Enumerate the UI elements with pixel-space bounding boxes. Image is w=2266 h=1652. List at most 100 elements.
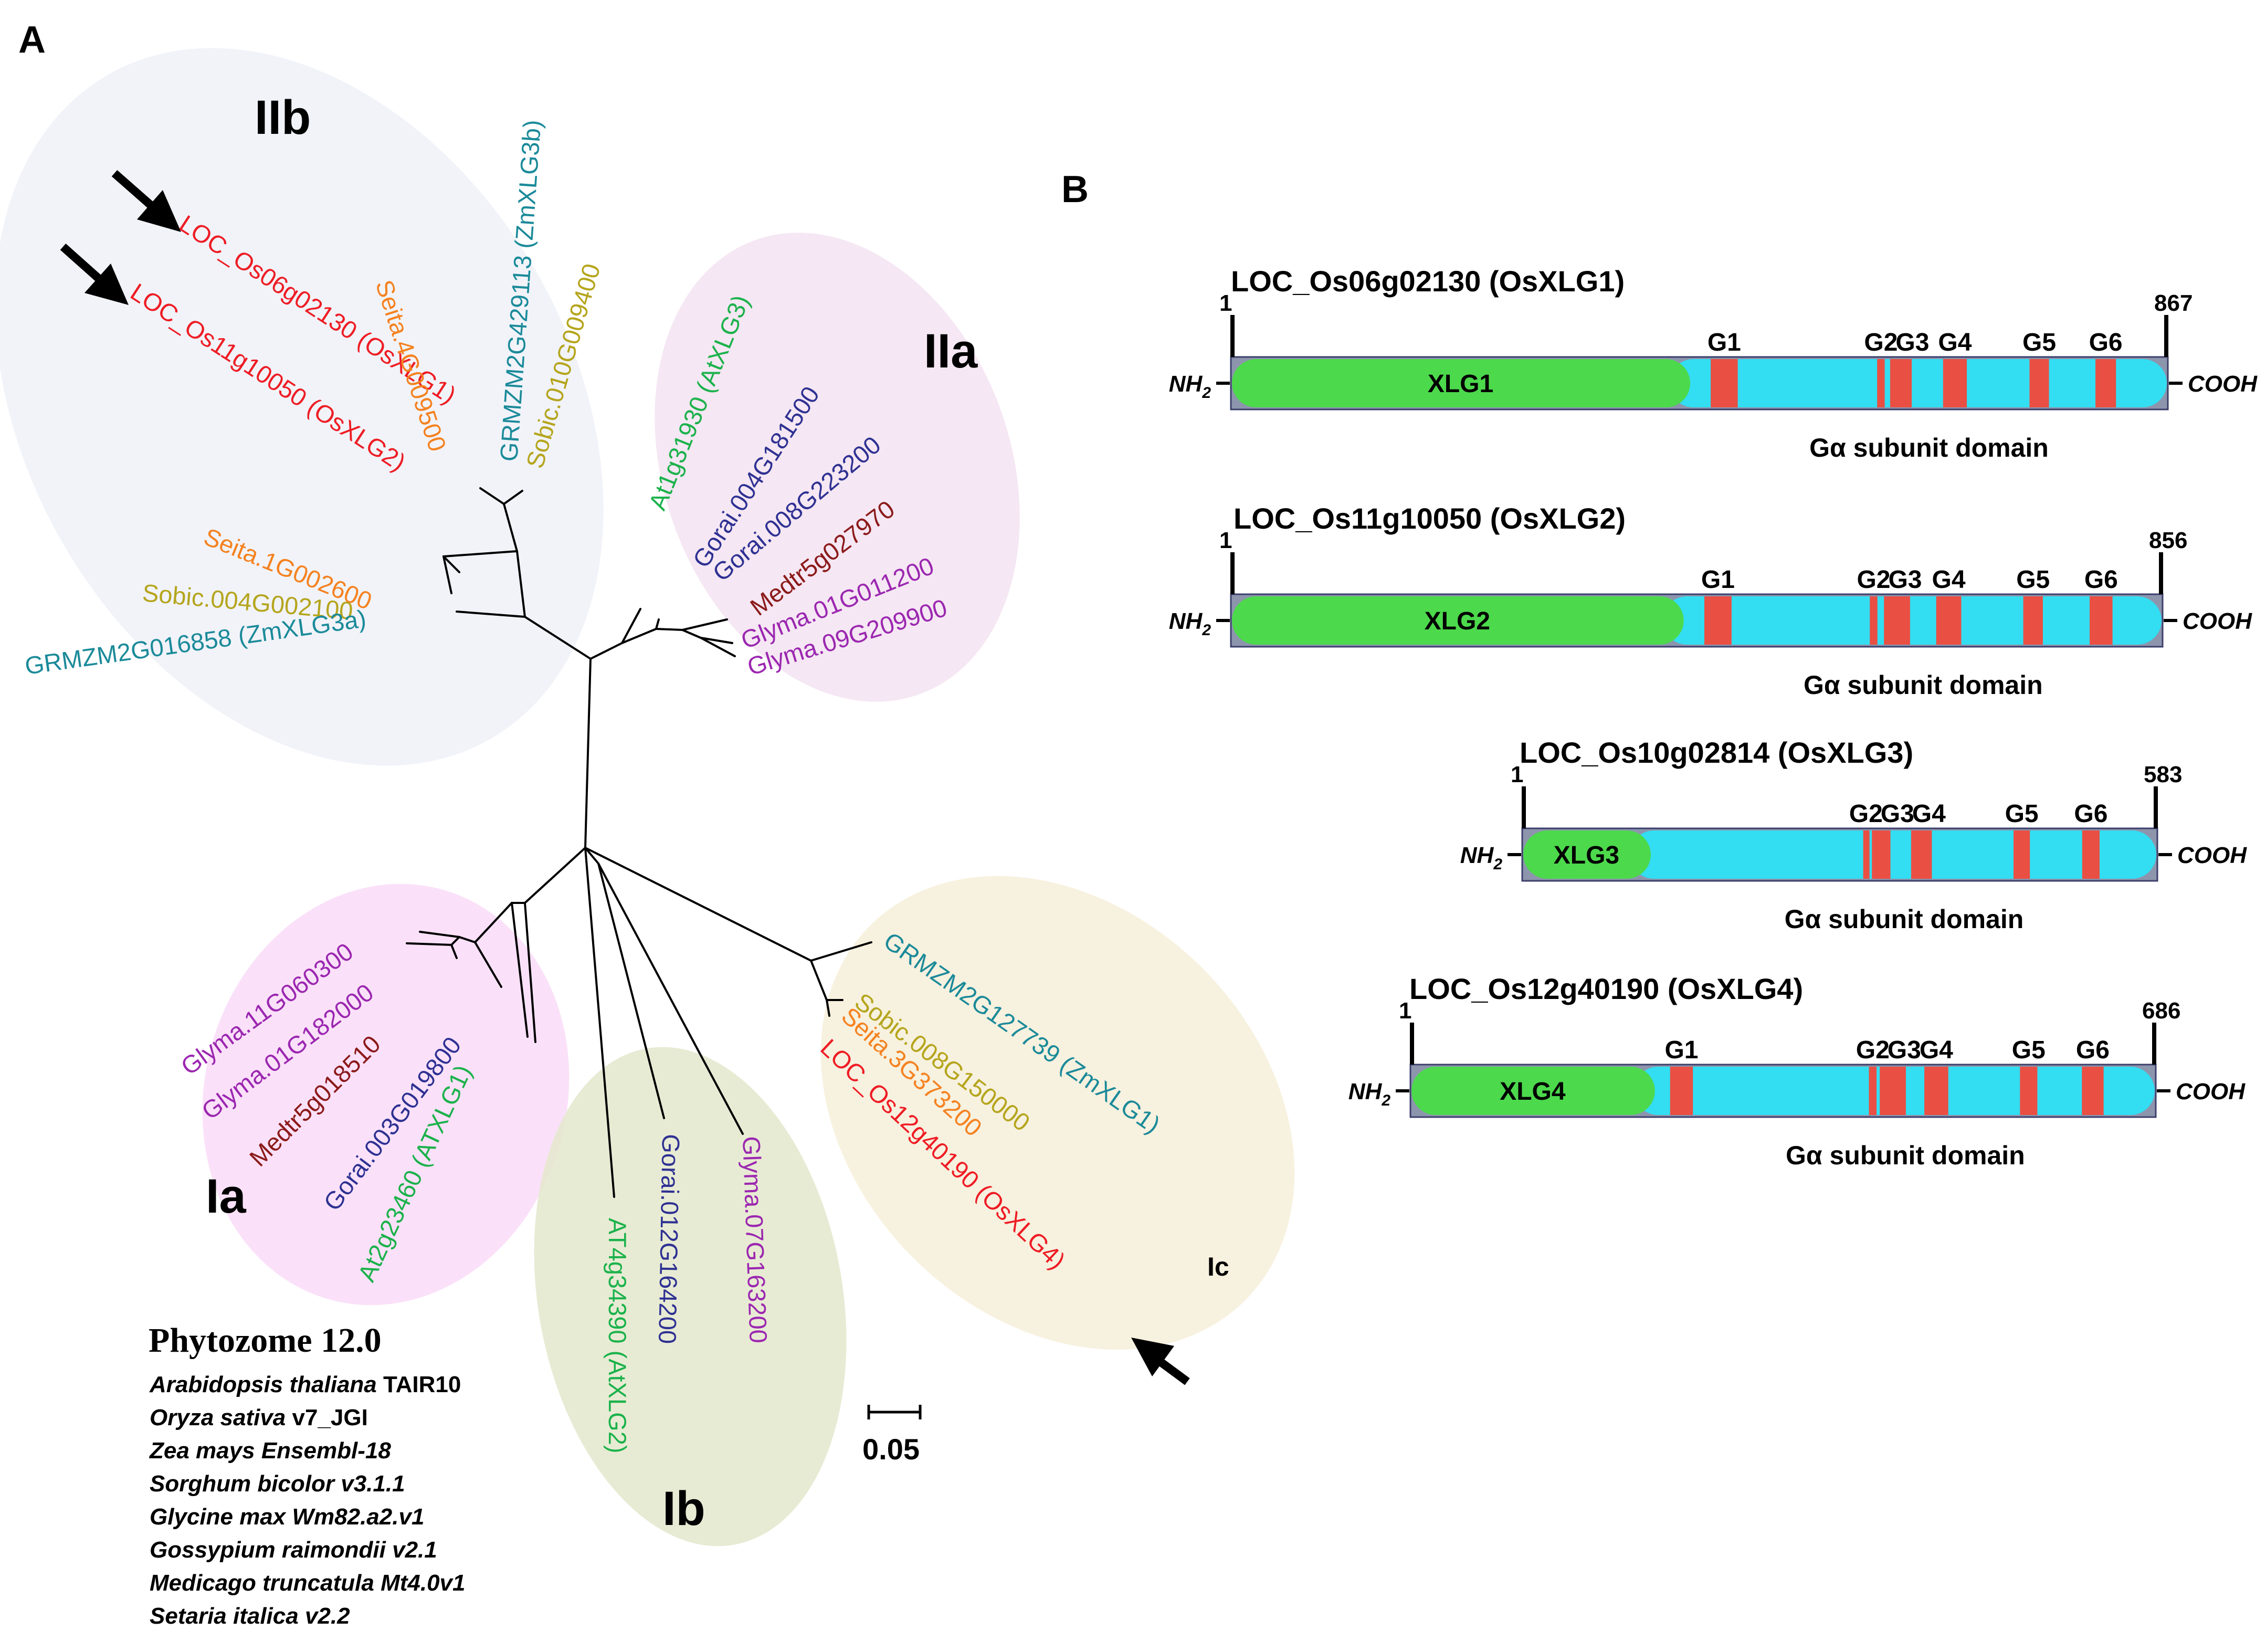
genome-species: Medicago truncatula [150, 1570, 381, 1596]
clade-label-IIb: IIb [255, 91, 311, 144]
end-residue-label: 583 [2144, 762, 2182, 787]
motif-label: G5 [2005, 800, 2039, 828]
motif-g2 [1869, 1067, 1877, 1115]
motif-label: G6 [2074, 800, 2107, 828]
n-terminus-label: NH2 [1169, 371, 1211, 402]
xlg-domain [1232, 596, 1684, 645]
genome-version: v7_JGI [292, 1405, 368, 1430]
genome-species: Glycine max [150, 1504, 292, 1530]
motif-g1 [1704, 596, 1732, 645]
end-residue-label: 686 [2142, 998, 2180, 1024]
genome-entry: Gossypium raimondii v2.1 [150, 1537, 437, 1563]
clade-Ia-region [202, 883, 570, 1306]
genome-entry: Setaria italica v2.2 [150, 1603, 350, 1629]
motif-g3 [1872, 830, 1891, 879]
start-residue-label: 1 [1219, 528, 1232, 553]
motif-g1 [1670, 1067, 1693, 1115]
motif-label: G5 [2012, 1036, 2046, 1064]
motif-label: G6 [2076, 1036, 2110, 1064]
genome-species: Setaria italica [150, 1603, 305, 1629]
genome-source-legend: Phytozome 12.0 Arabidopsis thaliana TAIR… [149, 1321, 466, 1629]
motif-label: G4 [1938, 329, 1972, 356]
motif-label: G6 [2084, 566, 2118, 594]
genome-species: Gossypium raimondii [150, 1537, 392, 1563]
genome-entry: Medicago truncatula Mt4.0v1 [150, 1570, 466, 1596]
end-residue-label: 867 [2154, 290, 2193, 316]
genome-version: Mt4.0v1 [381, 1570, 465, 1596]
c-terminus-label: COOH [2183, 608, 2252, 634]
xlg-domain-label: XLG4 [1500, 1078, 1566, 1106]
clade-label-IIa: IIa [924, 324, 978, 378]
motif-g4 [1911, 830, 1932, 879]
motif-label: G2 [1857, 566, 1890, 594]
genome-species: Arabidopsis thaliana [149, 1372, 383, 1397]
genome-version: Ensembl-18 [261, 1438, 392, 1464]
clade-label-Ic: Ic [1207, 1252, 1229, 1281]
protein-title: LOC_Os11g10050 (OsXLG2) [1234, 502, 1626, 535]
source-title: Phytozome 12.0 [149, 1321, 382, 1360]
arrow-icon [60, 244, 129, 305]
motif-g6 [2090, 596, 2113, 645]
genome-entry: Sorghum bicolor v3.1.1 [150, 1471, 405, 1497]
c-terminus-label: COOH [2177, 843, 2247, 868]
scale-bar: 0.05 [862, 1405, 922, 1466]
genome-species: Zea mays [149, 1438, 261, 1464]
end-residue-label: 856 [2149, 528, 2187, 553]
motif-g4 [1924, 1067, 1948, 1115]
arrow-icon [1131, 1338, 1190, 1385]
genome-version: v2.1 [392, 1537, 437, 1563]
arrow-icon [111, 170, 181, 232]
n-terminus-label: NH2 [1169, 608, 1211, 639]
motif-g4 [1943, 359, 1967, 407]
motif-g5 [2014, 830, 2030, 879]
xlg-domain [1523, 830, 1651, 879]
genome-entry: Arabidopsis thaliana TAIR10 [149, 1372, 461, 1397]
motif-label: G1 [1708, 329, 1741, 356]
xlg-domain-label: XLG2 [1425, 607, 1490, 635]
motif-g3 [1884, 596, 1910, 645]
galpha-domain [1662, 596, 2162, 645]
motif-label: G2 [1856, 1036, 1890, 1064]
protein-title: LOC_Os10g02814 (OsXLG3) [1520, 736, 1913, 769]
leaf-label-gorai12: Gorai.012G164200 [654, 1134, 685, 1344]
clade-IIa-region [655, 233, 1020, 702]
phylogenetic-tree [406, 487, 872, 1198]
n-terminus-label: NH2 [1460, 843, 1503, 873]
c-terminus-label: COOH [2176, 1079, 2246, 1104]
c-terminus-label: COOH [2188, 371, 2258, 397]
galpha-domain [1669, 359, 2167, 407]
genome-entry: Oryza sativa v7_JGI [150, 1405, 368, 1430]
panel-b-label: B [1061, 169, 1089, 211]
genome-entry: Glycine max Wm82.a2.v1 [150, 1504, 424, 1530]
motif-label: G1 [1664, 1036, 1698, 1064]
scale-bar-label: 0.05 [862, 1433, 920, 1466]
motif-label: G4 [1920, 1036, 1953, 1064]
panel-a-label: A [18, 19, 46, 61]
panel-a: A [0, 19, 1295, 1629]
motif-g2 [1877, 359, 1885, 407]
genome-version: TAIR10 [383, 1372, 461, 1397]
motif-g5 [2029, 359, 2049, 407]
start-residue-label: 1 [1511, 762, 1523, 787]
motif-g3 [1890, 359, 1912, 407]
motif-label: G2 [1849, 800, 1883, 828]
motif-g3 [1880, 1067, 1906, 1115]
motif-label: G3 [1888, 1036, 1921, 1064]
motif-label: G1 [1701, 566, 1735, 594]
genome-species: Oryza sativa [150, 1405, 292, 1430]
genome-version: v2.2 [305, 1603, 350, 1629]
motif-label: G2 [1864, 329, 1898, 356]
n-terminus-label: NH2 [1348, 1079, 1391, 1109]
galpha-domain-caption: Gα subunit domain [1786, 1141, 2025, 1170]
xlg-domain [1411, 1067, 1655, 1115]
motif-g6 [2082, 830, 2100, 879]
motif-g6 [2095, 359, 2116, 407]
genome-version: Wm82.a2.v1 [292, 1504, 424, 1530]
motif-label: G3 [1895, 329, 1929, 356]
